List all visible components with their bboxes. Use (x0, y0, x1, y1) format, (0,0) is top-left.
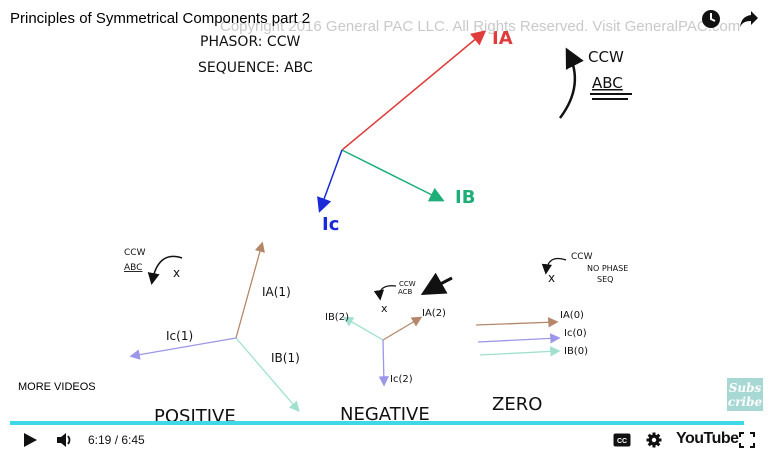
zero-rot-seq: SEQ (597, 275, 613, 284)
pos-phasor-b (235, 337, 300, 412)
zero-ib-label: IB(0) (564, 346, 588, 357)
neg-phasor-b (342, 316, 384, 341)
ccw-rotation-arrow (559, 47, 584, 119)
pos-rot-ccw: CCW (124, 248, 146, 258)
time-display: 6:19 / 6:45 (88, 433, 145, 447)
neg-x: x (381, 302, 388, 315)
neg-phasor-c (378, 339, 390, 387)
sequence-label: SEQUENCE: ABC (198, 60, 313, 76)
pos-rotation-arrow (147, 255, 183, 285)
zero-rotation-arrow (541, 257, 567, 275)
volume-icon[interactable] (54, 428, 76, 452)
label-ia: IA (492, 28, 513, 49)
svg-text:CC: CC (617, 438, 627, 445)
pos-phasor-a (235, 241, 265, 339)
more-videos-link[interactable]: MORE VIDEOS (18, 381, 96, 393)
zero-phasor-a (475, 317, 559, 328)
top-actions (701, 9, 759, 34)
phasor-ic (317, 149, 343, 213)
time-separator: / (111, 433, 122, 447)
zero-rot-note: NO PHASE (587, 264, 628, 273)
phasor-ib (341, 149, 445, 202)
neg-rot-acb: ACB (398, 288, 413, 296)
pos-phasor-c (129, 337, 237, 360)
subscribe-line-2: cribe (727, 395, 763, 409)
zero-ia-label: IA(0) (560, 310, 584, 321)
pos-ic-label: Ic(1) (166, 329, 193, 343)
player-controls: 6:19 / 6:45 CC YouTube (0, 426, 773, 454)
negative-label: NEGATIVE (340, 404, 430, 425)
neg-rotation-arrow (373, 285, 397, 301)
pos-ia-label: IA(1) (262, 285, 291, 299)
current-time: 6:19 (88, 433, 112, 447)
share-icon[interactable] (739, 10, 759, 33)
zero-x: x (548, 271, 555, 285)
gear-icon[interactable] (644, 428, 664, 452)
fullscreen-icon[interactable] (737, 428, 757, 452)
neg-bold-arrow (420, 272, 453, 295)
copyright-watermark: Copyright 2016 General PAC LLC. All Righ… (220, 18, 741, 35)
duration: 6:45 (121, 433, 145, 447)
phasor-label: PHASOR: CCW (200, 34, 300, 50)
zero-label: ZERO (492, 394, 542, 415)
subscribe-line-1: Subs (728, 381, 762, 395)
pos-ib-label: IB(1) (271, 351, 300, 365)
label-ib: IB (455, 187, 475, 208)
label-ic: Ic (322, 214, 339, 235)
subscribe-button[interactable]: Subs cribe (727, 378, 763, 411)
play-icon[interactable] (20, 428, 40, 452)
cc-icon[interactable]: CC (612, 428, 632, 452)
video-title[interactable]: Principles of Symmetrical Components par… (10, 10, 311, 27)
pos-x: x (173, 266, 180, 280)
zero-rot-ccw: CCW (571, 252, 593, 262)
neg-ia-label: IA(2) (422, 308, 446, 319)
top-right-abc: ABC (592, 74, 623, 92)
progress-bar[interactable] (10, 421, 745, 425)
neg-ib-label: IB(2) (325, 312, 349, 323)
zero-phasor-b (479, 346, 561, 357)
top-right-ccw: CCW (588, 48, 624, 66)
youtube-logo[interactable]: YouTube (676, 430, 739, 447)
neg-phasor-a (382, 316, 423, 341)
neg-rot-ccw: CCW (399, 280, 416, 288)
zero-ic-label: Ic(0) (564, 328, 587, 339)
clock-icon[interactable] (701, 9, 721, 34)
neg-ic-label: Ic(2) (390, 374, 413, 385)
pos-rot-abc: ABC (124, 263, 142, 273)
zero-phasor-c (477, 333, 561, 344)
phasor-ia (341, 30, 487, 151)
